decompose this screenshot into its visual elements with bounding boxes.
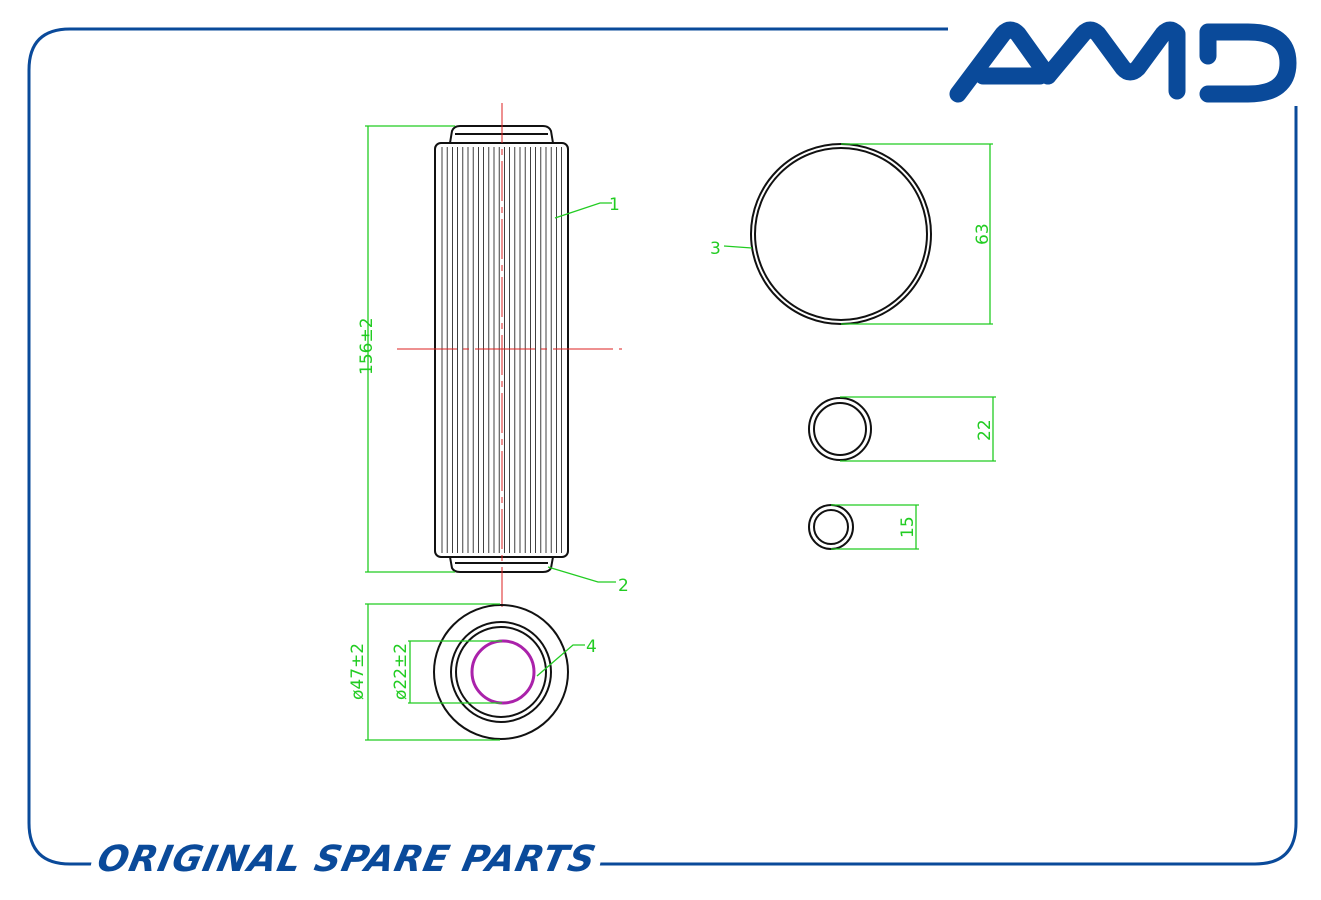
amd-logo <box>948 6 1298 106</box>
footer-tagline: ORIGINAL SPARE PARTS <box>87 838 607 882</box>
length-dimension <box>365 125 455 573</box>
callout-4: 4 <box>586 637 597 657</box>
filter-end-view <box>433 604 569 740</box>
ring-22 <box>808 397 872 461</box>
ring-15-dimension: 15 <box>898 516 918 538</box>
ring-3-dimension: 63 <box>973 223 993 245</box>
end-view-dimensions <box>365 603 585 741</box>
inner-diameter-label: ø22±2 <box>391 643 411 700</box>
frame-border <box>27 27 1298 866</box>
filter-side-view <box>434 125 569 573</box>
callout-2: 2 <box>618 576 629 596</box>
length-dimension-label: 156±2 <box>357 317 377 375</box>
ring-22-dimension: 22 <box>975 419 995 441</box>
ring-15 <box>808 504 854 550</box>
callout-1: 1 <box>609 195 620 215</box>
ring-3 <box>750 143 932 325</box>
callout-3: 3 <box>710 239 721 259</box>
outer-diameter-label: ø47±2 <box>348 643 368 700</box>
